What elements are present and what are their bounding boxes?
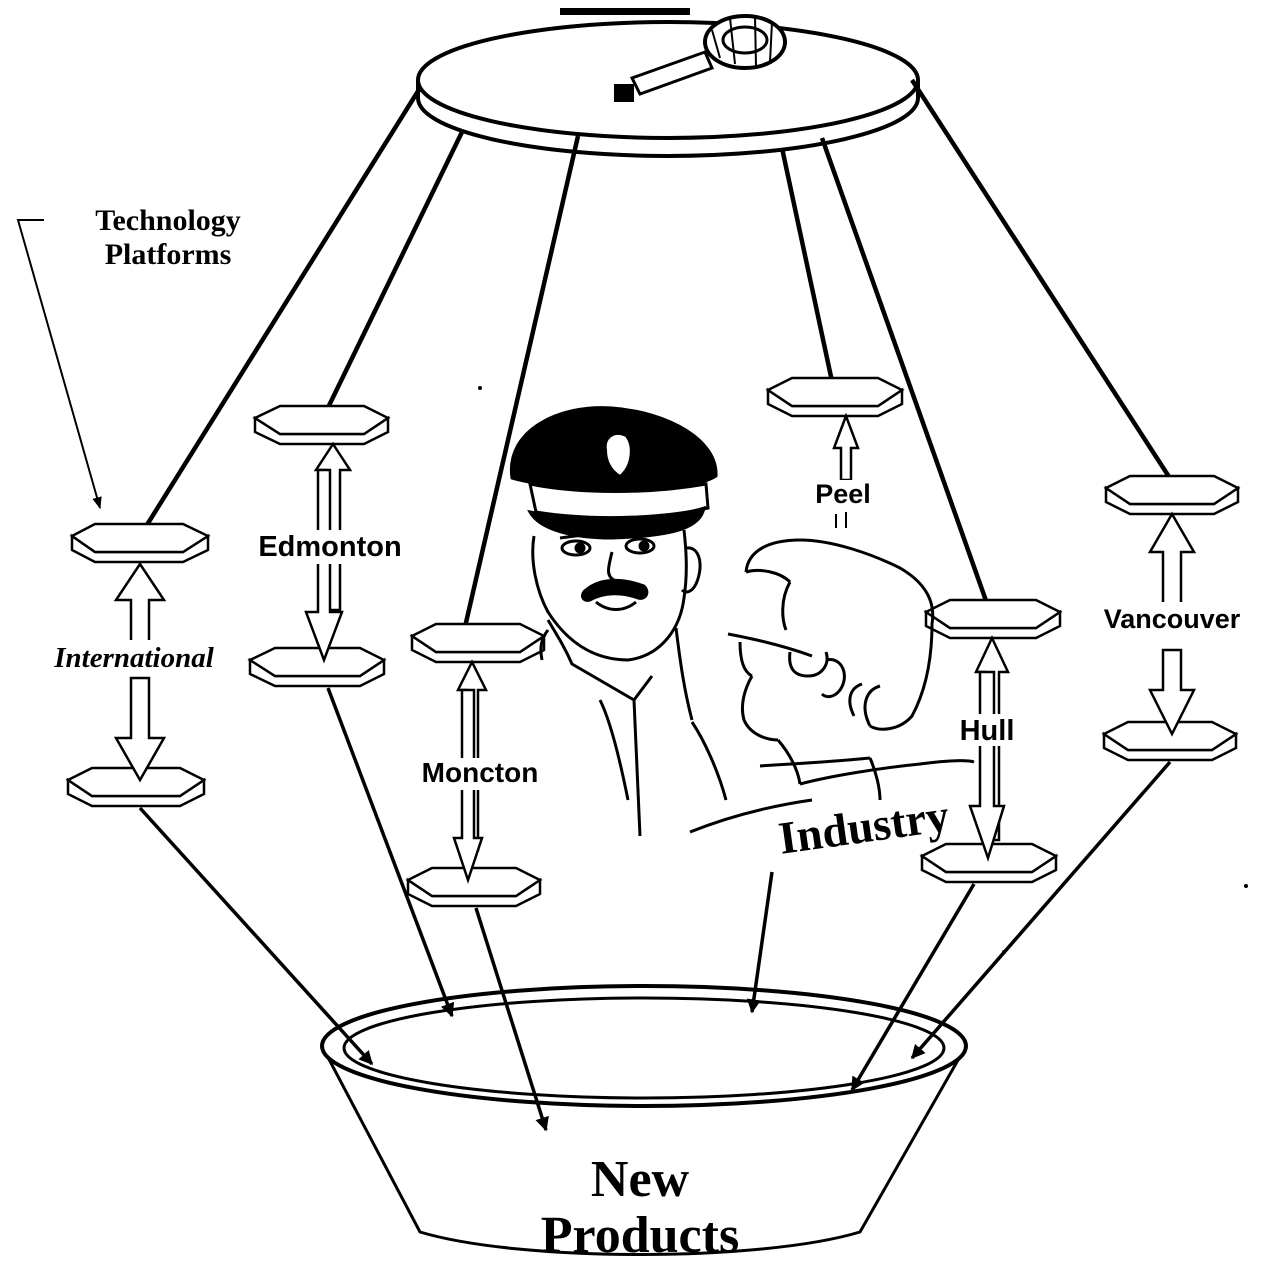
platform-edmonton-upper xyxy=(252,404,391,446)
label-peel: Peel xyxy=(815,479,871,509)
platform-vancouver-lower xyxy=(1101,720,1239,762)
platform-vancouver-upper xyxy=(1103,474,1241,516)
platforms xyxy=(65,376,1241,908)
hull-down-arrow xyxy=(968,670,1006,863)
platform-moncton-upper xyxy=(409,622,547,664)
location-labels: Edmonton International Moncton Peel Hull… xyxy=(30,479,1258,790)
platform-international-upper xyxy=(69,522,211,564)
label-vancouver: Vancouver xyxy=(1104,604,1241,634)
scan-dots xyxy=(478,386,1248,954)
bowl-label-line1: New xyxy=(591,1151,690,1208)
platform-international-lower xyxy=(65,766,207,808)
top-disc xyxy=(416,8,920,158)
technology-platforms-callout: Technology Platforms xyxy=(16,204,241,510)
new-products-bowl: New Products xyxy=(320,984,968,1264)
peel-connector-ticks xyxy=(835,512,847,528)
magnifying-glass-icon xyxy=(614,14,787,102)
vancouver-down-arrow xyxy=(1147,648,1197,737)
label-edmonton: Edmonton xyxy=(258,531,401,563)
platform-moncton-lower xyxy=(405,866,543,908)
international-up-arrow xyxy=(113,561,167,652)
label-moncton: Moncton xyxy=(422,757,539,788)
support-lines xyxy=(138,78,1177,641)
platform-hull-upper xyxy=(923,598,1063,640)
edmonton-down-arrow xyxy=(304,468,344,664)
international-down-arrow xyxy=(113,676,167,783)
legend-label-line2: Platforms xyxy=(105,238,232,271)
flow-arrows xyxy=(138,687,1172,1132)
industry-worker-figure xyxy=(689,538,975,834)
label-international: International xyxy=(53,642,214,674)
label-hull: Hull xyxy=(960,715,1015,747)
vancouver-up-arrow xyxy=(1147,511,1197,612)
legend-label-line1: Technology xyxy=(95,204,241,237)
platform-edmonton-lower xyxy=(247,646,387,688)
bowl-label-line2: Products xyxy=(541,1207,739,1264)
platform-peel xyxy=(765,376,905,418)
police-officer-figure xyxy=(509,406,728,837)
peel-up-arrow xyxy=(832,412,860,482)
